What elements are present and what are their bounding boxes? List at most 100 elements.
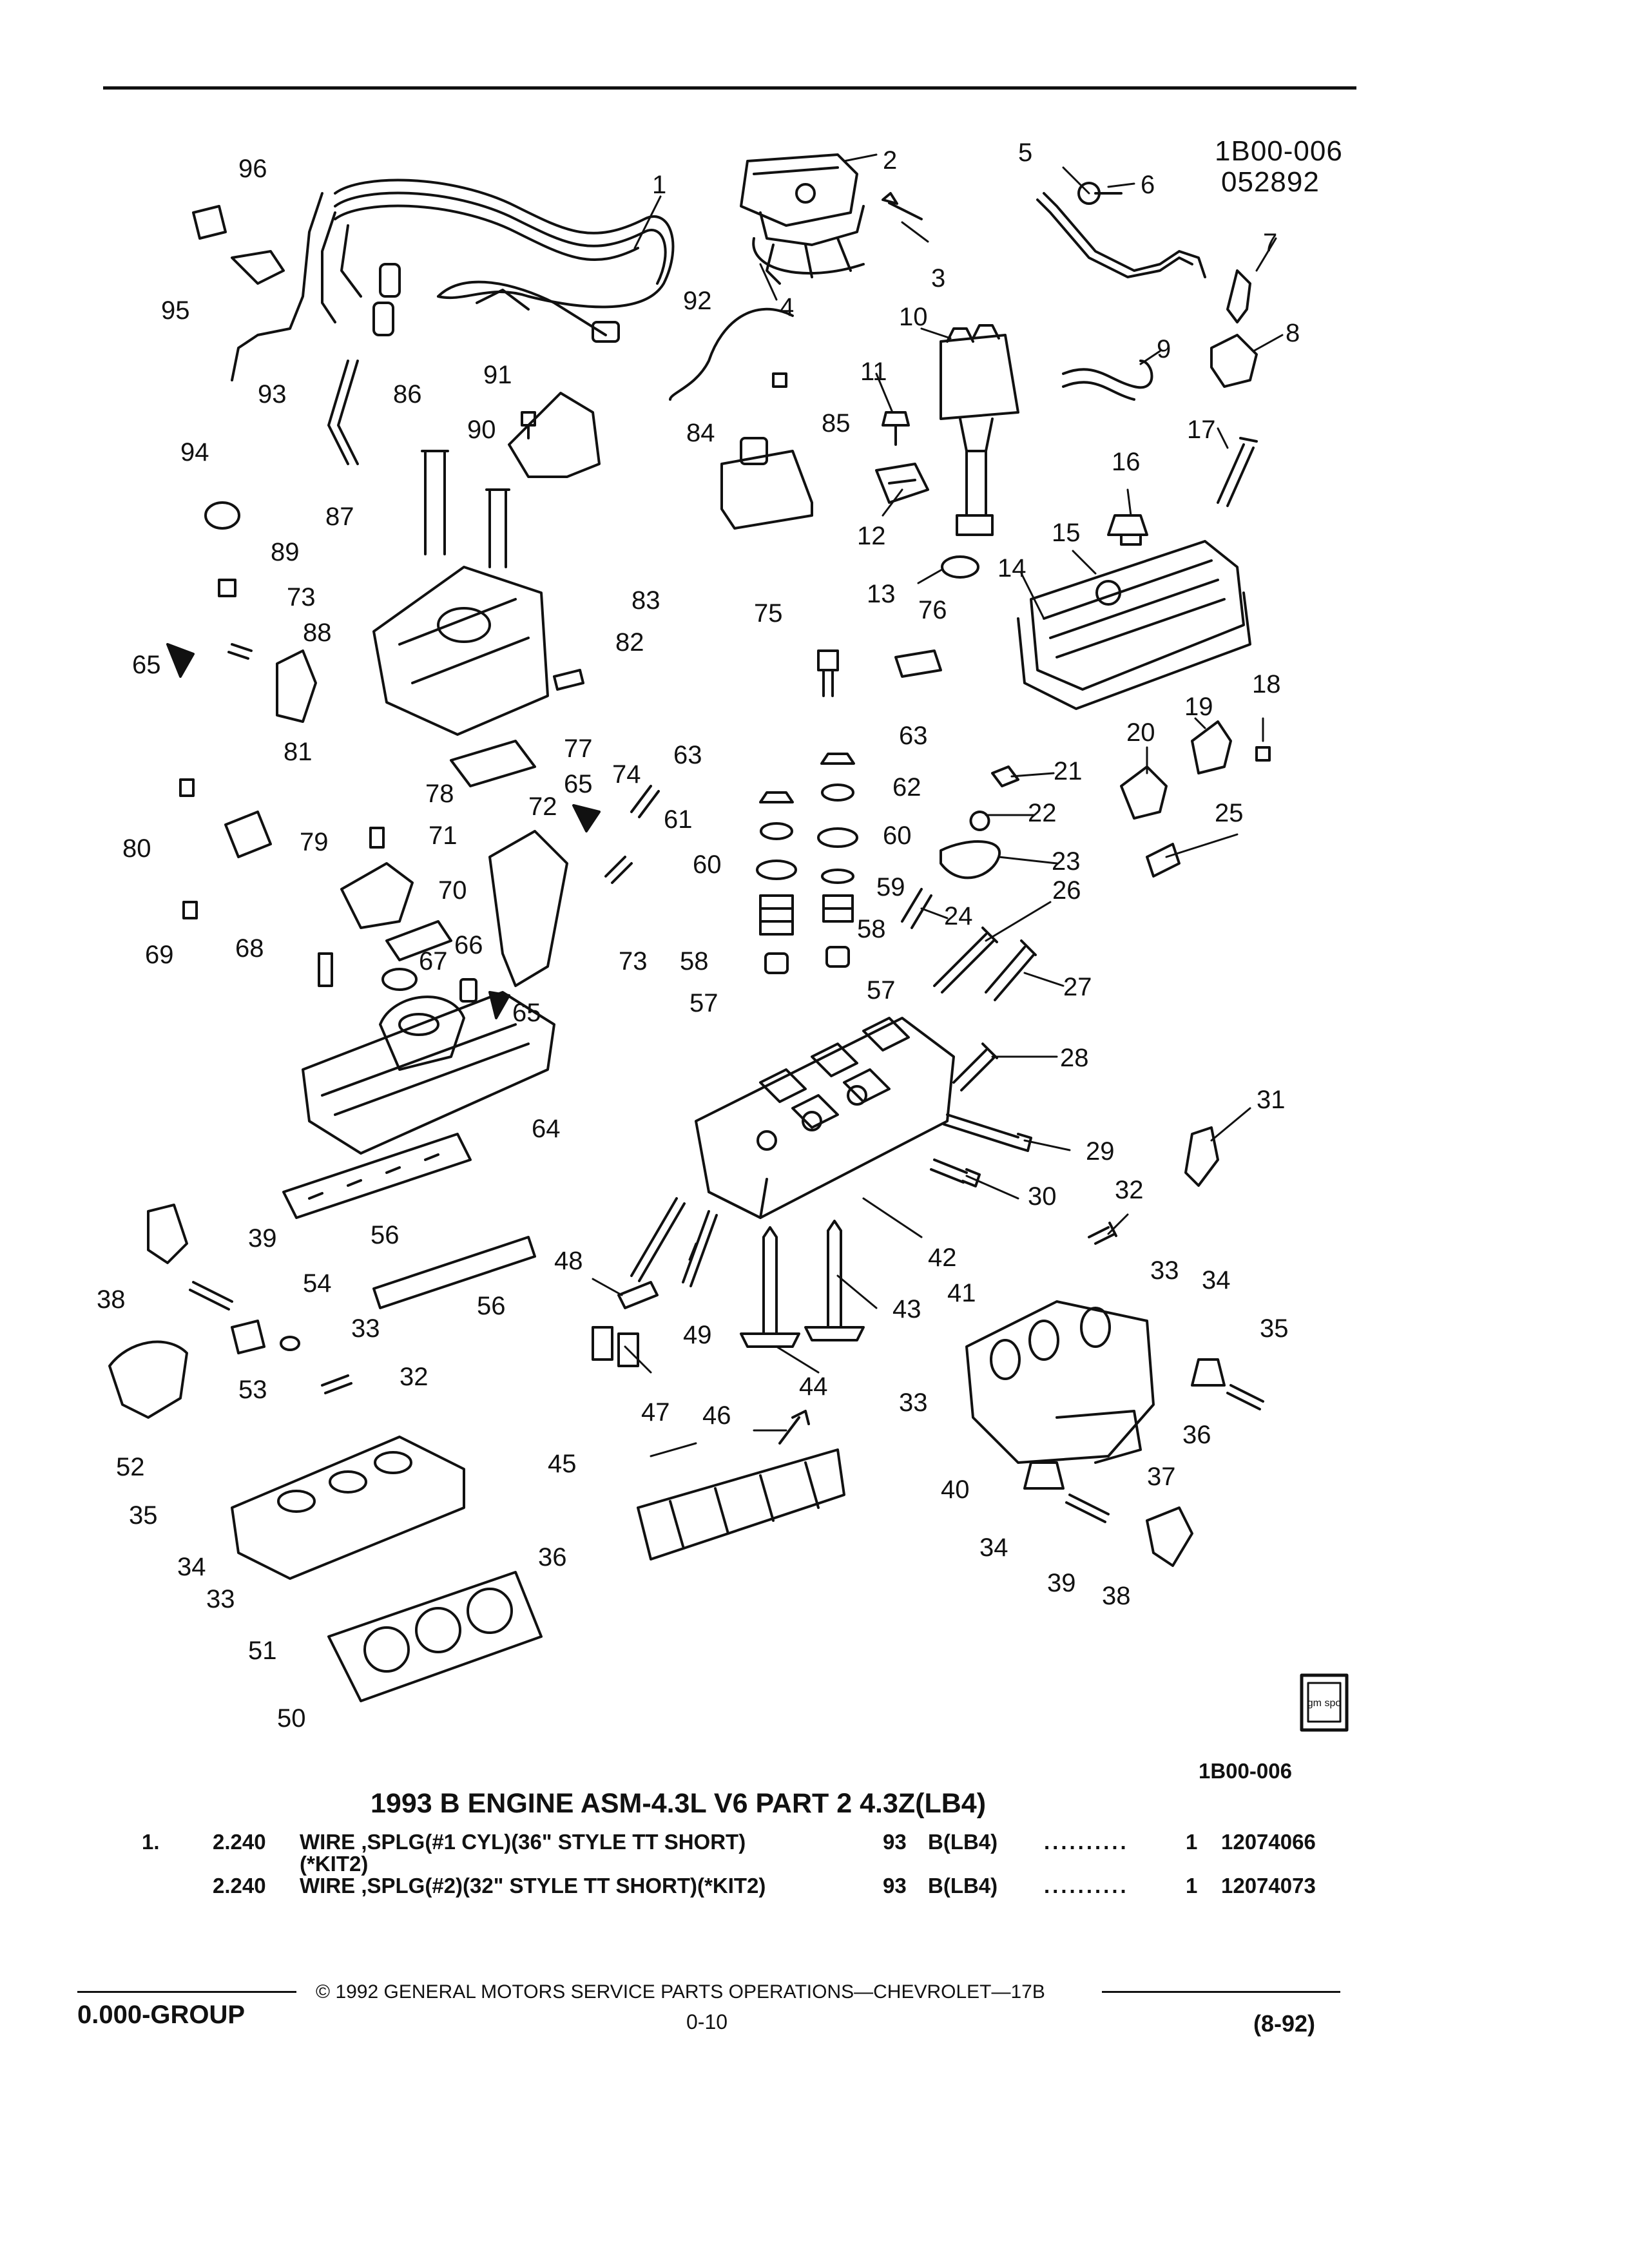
- callout-83: 83: [631, 586, 660, 615]
- model-year: 93: [883, 1874, 907, 1898]
- ignition-module: [740, 153, 865, 285]
- bolt-91: [521, 411, 536, 439]
- part-description: WIRE ,SPLG(#1 CYL)(36" STYLE TT SHORT): [300, 1830, 746, 1854]
- callout-48: 48: [554, 1247, 583, 1275]
- callout-43: 43: [892, 1295, 921, 1323]
- leader-dots: ..........: [1044, 1830, 1129, 1854]
- callout-18: 18: [1252, 670, 1281, 698]
- oil-cap-16: [1107, 514, 1148, 546]
- lifters-47: [592, 1326, 639, 1367]
- callout-92: 92: [683, 287, 712, 315]
- callout-17: 17: [1187, 416, 1216, 444]
- callout-25: 25: [1215, 799, 1244, 827]
- part-description-continuation: (*KIT2): [300, 1852, 369, 1876]
- callout-74: 74: [612, 760, 641, 789]
- thermostat-housing-71: [340, 862, 414, 929]
- callout-58-a: 58: [680, 947, 709, 975]
- callout-70: 70: [438, 876, 467, 905]
- head-bolt-26: [933, 927, 998, 994]
- callout-22: 22: [1028, 799, 1057, 827]
- callout-61: 61: [664, 805, 693, 834]
- callout-90: 90: [467, 416, 496, 444]
- plug-66: [459, 978, 477, 1003]
- callout-67: 67: [419, 947, 448, 975]
- sensor-19: [1191, 720, 1232, 774]
- ignition-coil: [720, 372, 813, 530]
- arrow-65-b: [572, 804, 601, 832]
- page-number: 0-10: [686, 2010, 728, 2033]
- intake-gasket-56-lower: [372, 1236, 536, 1309]
- callout-66: 66: [454, 931, 483, 959]
- section-title: 1993 B ENGINE ASM-4.3L V6 PART 2 4.3Z(LB…: [371, 1788, 987, 1819]
- parts-row: 2.240 WIRE ,SPLG(#2)(32" STYLE TT SHORT)…: [77, 1874, 1353, 1901]
- callout-32-right: 32: [1115, 1176, 1144, 1204]
- valve-43: [804, 1220, 865, 1341]
- bolt-88: [227, 643, 253, 660]
- callout-29: 29: [1086, 1137, 1115, 1166]
- callout-labels: 1 2 3 4 5 6 7 8 9 10 11 12 13 14 15 16 1…: [97, 139, 1300, 1733]
- callout-35-a: 35: [1260, 1314, 1289, 1343]
- head-bolt-28: [952, 1043, 998, 1091]
- callout-77: 77: [564, 735, 593, 763]
- bracket-34-right: [1191, 1358, 1226, 1387]
- stud-39-right: [1065, 1494, 1110, 1523]
- copyright-notice: © 1992 GENERAL MOTORS SERVICE PARTS OPER…: [316, 1981, 1045, 2003]
- callout-91: 91: [483, 361, 512, 389]
- bolt-75: [817, 649, 839, 697]
- callout-73-b: 73: [619, 947, 648, 975]
- bolt-78: [369, 827, 385, 849]
- bracket-31: [1184, 1126, 1219, 1187]
- valve-spring-right: [817, 753, 858, 968]
- part-number: 12074073: [1221, 1874, 1316, 1898]
- diagram-ref-code: 1B00-006: [1199, 1759, 1292, 1783]
- callout-30: 30: [1028, 1182, 1057, 1211]
- callout-76: 76: [918, 596, 947, 624]
- pcv-valve: [1210, 269, 1258, 388]
- callout-37: 37: [1147, 1463, 1176, 1491]
- callout-49: 49: [683, 1321, 712, 1349]
- throttle-body: [372, 566, 549, 736]
- hose-9: [1062, 360, 1153, 401]
- callout-15: 15: [1052, 519, 1081, 547]
- callout-31: 31: [1257, 1086, 1286, 1114]
- callout-47: 47: [641, 1398, 670, 1427]
- svg-text:gm spo: gm spo: [1307, 1698, 1342, 1709]
- leader-lines: [592, 153, 1284, 1457]
- callout-62: 62: [892, 773, 921, 802]
- callout-42: 42: [928, 1244, 957, 1272]
- callout-71: 71: [429, 822, 458, 850]
- callout-57-b: 57: [867, 976, 896, 1004]
- callout-79: 79: [300, 828, 329, 856]
- bracket-72: [488, 830, 568, 987]
- part-number: 12074066: [1221, 1830, 1316, 1854]
- plate-20: [1120, 765, 1168, 820]
- callout-85: 85: [822, 409, 851, 437]
- callout-59: 59: [876, 873, 905, 901]
- header-date-code: 052892: [1221, 166, 1320, 198]
- callout-60-b: 60: [883, 822, 912, 850]
- callout-69: 69: [145, 941, 174, 969]
- callout-45: 45: [548, 1450, 577, 1478]
- bolt-89: [218, 579, 236, 597]
- leader-dots: ..........: [1044, 1874, 1129, 1898]
- callout-4: 4: [780, 293, 794, 322]
- callout-2: 2: [883, 146, 897, 175]
- group-number: 2.240: [213, 1830, 266, 1854]
- stud-39-left: [189, 1281, 233, 1311]
- callout-64: 64: [532, 1115, 561, 1143]
- callout-46: 46: [702, 1401, 731, 1430]
- wire-93: [327, 360, 359, 465]
- group-number: 2.240: [213, 1874, 266, 1898]
- bolt-73: [604, 856, 633, 884]
- seal-13: [941, 555, 979, 579]
- bolt-11: [882, 411, 910, 446]
- heat-stove-38-right: [1146, 1506, 1193, 1567]
- callout-34-c: 34: [177, 1553, 206, 1581]
- thermostat-67: [381, 968, 418, 991]
- callout-82: 82: [615, 628, 644, 657]
- bracket-79: [224, 811, 272, 858]
- callout-14: 14: [998, 554, 1027, 582]
- oxygen-sensor-32-right: [1088, 1222, 1117, 1245]
- top-rule: [103, 86, 1356, 90]
